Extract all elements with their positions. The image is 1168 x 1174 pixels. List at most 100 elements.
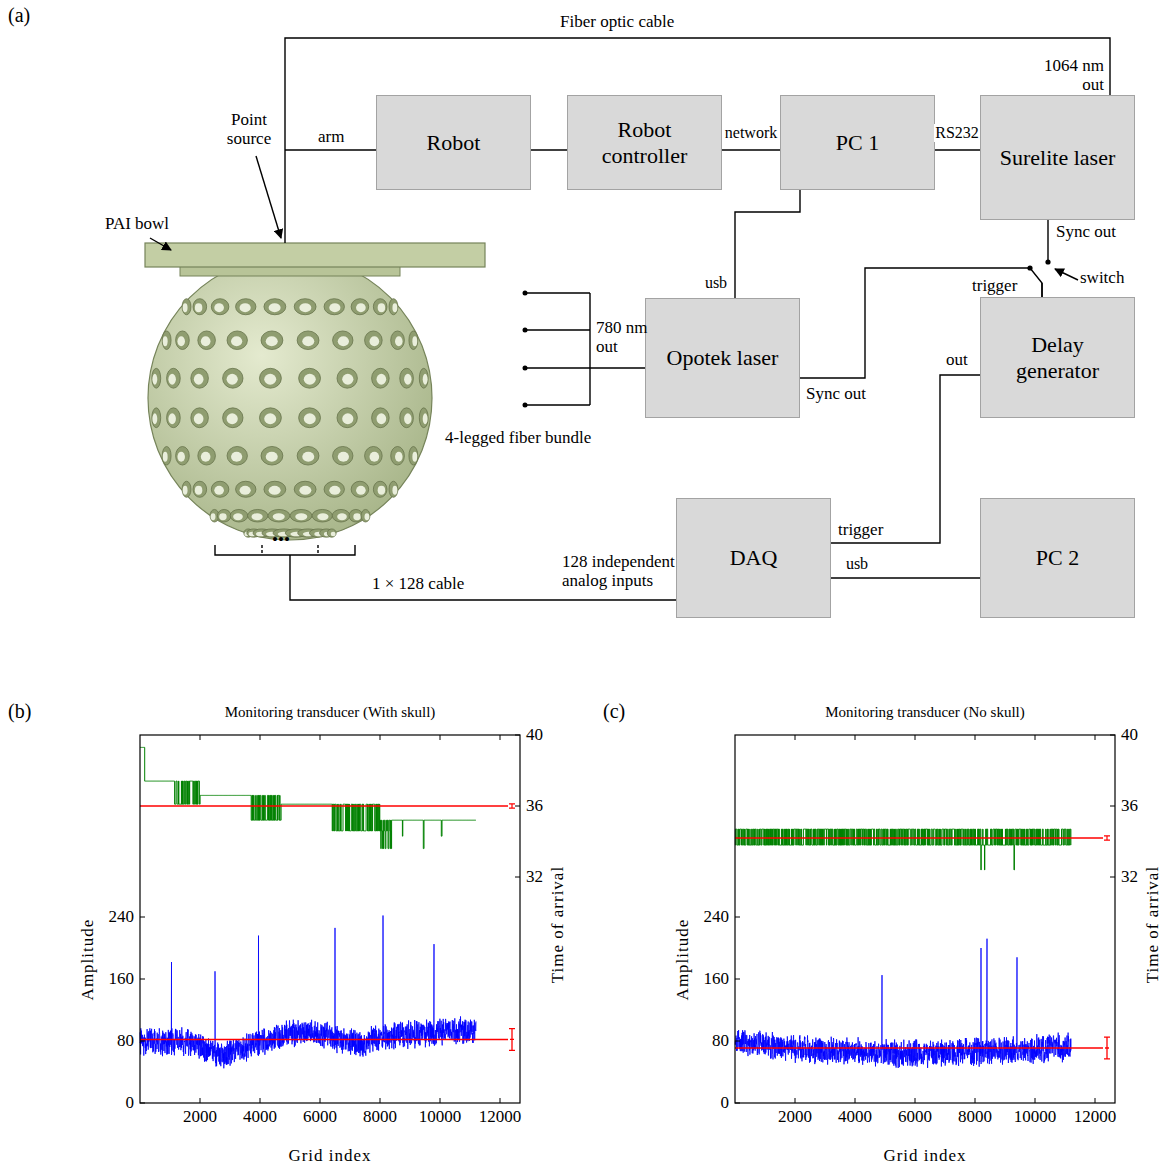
bowl-hole bbox=[389, 481, 398, 497]
tick-label: 40 bbox=[1121, 725, 1138, 744]
tick-label: 10000 bbox=[419, 1107, 462, 1126]
bowl-hole bbox=[356, 303, 366, 312]
fiber-ends bbox=[523, 291, 528, 408]
mean-line bbox=[140, 1039, 508, 1041]
bowl-hole bbox=[317, 513, 328, 520]
edge-label: RS232 bbox=[934, 124, 980, 142]
bowl-hole bbox=[266, 336, 278, 346]
bowl-hole bbox=[227, 446, 247, 465]
bowl-hole bbox=[372, 408, 390, 428]
bowl-hole bbox=[168, 374, 175, 385]
bowl-hole bbox=[198, 331, 216, 350]
axis-label: Time of arrival bbox=[548, 866, 567, 983]
bowl-hole bbox=[353, 513, 360, 520]
axis-label: Amplitude bbox=[673, 919, 692, 1001]
bowl-hole bbox=[299, 408, 321, 428]
text-label: Sync out bbox=[806, 384, 866, 403]
bowl-hole bbox=[167, 408, 181, 428]
chart-title: Monitoring transducer (No skull) bbox=[735, 704, 1115, 721]
tick-label: 12000 bbox=[479, 1107, 522, 1126]
bowl-hole bbox=[260, 408, 282, 428]
bowl-hole bbox=[191, 408, 209, 428]
fiber-bundle bbox=[525, 293, 645, 405]
bowl-hole bbox=[264, 299, 286, 315]
bowl-hole bbox=[304, 413, 316, 424]
bowl-hole bbox=[248, 509, 268, 522]
bowl-hole bbox=[312, 509, 332, 522]
connector bbox=[831, 577, 980, 578]
fiber-end bbox=[523, 328, 528, 333]
bowl-hole bbox=[217, 509, 231, 522]
device-box: Robot bbox=[376, 95, 531, 190]
tick-label: 4000 bbox=[243, 1107, 277, 1126]
bowl-hole bbox=[163, 452, 168, 462]
box-label: Delay generator bbox=[981, 328, 1134, 387]
bowl-hole bbox=[227, 413, 238, 424]
bowl-hole bbox=[365, 513, 370, 520]
bowl-hole bbox=[195, 303, 202, 312]
amplitude-trace bbox=[140, 916, 476, 1069]
fiber-end bbox=[523, 403, 528, 408]
tick-label: 10000 bbox=[1014, 1107, 1057, 1126]
error-bar bbox=[509, 804, 515, 808]
bowl-hole bbox=[230, 509, 248, 522]
bowl-hole bbox=[152, 374, 157, 385]
bowl-hole bbox=[233, 513, 243, 520]
bowl-hole bbox=[377, 413, 387, 424]
bowl-hole bbox=[251, 513, 262, 520]
bowl-hole bbox=[214, 303, 224, 312]
tick-label: 80 bbox=[117, 1031, 134, 1050]
bowl-hole bbox=[338, 336, 349, 346]
axis-label: (b) bbox=[8, 700, 31, 722]
bowl-hole bbox=[261, 446, 283, 465]
bowl-hole bbox=[337, 408, 357, 428]
bowl-hole bbox=[392, 486, 397, 495]
bowl-hole bbox=[194, 413, 204, 424]
bowl-hole bbox=[211, 513, 216, 520]
tick-label: 32 bbox=[1121, 867, 1138, 886]
tick-label: 2000 bbox=[183, 1107, 217, 1126]
bowl-hole bbox=[404, 374, 411, 385]
text-label: arm bbox=[318, 127, 344, 146]
tick-label: 0 bbox=[126, 1093, 135, 1112]
bowl-holes bbox=[152, 299, 428, 537]
device-box: Surelite laser bbox=[980, 95, 1135, 220]
bowl-hole bbox=[412, 336, 417, 346]
bowl-hole bbox=[231, 452, 242, 462]
tick-label: 4000 bbox=[838, 1107, 872, 1126]
bowl-hole bbox=[400, 408, 414, 428]
leader-line bbox=[256, 156, 281, 238]
bowl-hole bbox=[264, 374, 276, 385]
bowl-hole bbox=[297, 331, 319, 350]
tick-label: 2000 bbox=[778, 1107, 812, 1126]
bowl-hole bbox=[409, 446, 418, 465]
bowl-hole bbox=[349, 509, 363, 522]
bowl-hole bbox=[290, 509, 312, 522]
bowl-hole bbox=[412, 452, 417, 462]
bowl-hole bbox=[337, 368, 357, 388]
bowl-hole bbox=[299, 368, 321, 388]
text-label: Sync out bbox=[1056, 222, 1116, 241]
bowl-hole bbox=[227, 374, 238, 385]
box-label: PC 2 bbox=[1030, 541, 1085, 574]
bowl-hole bbox=[223, 408, 243, 428]
device-box: DAQ bbox=[676, 498, 831, 618]
axis-label: Grid index bbox=[288, 1146, 371, 1165]
bowl-hole bbox=[183, 486, 188, 495]
tick-label: 240 bbox=[704, 907, 730, 926]
bowl-hole bbox=[162, 331, 171, 350]
bowl-hole bbox=[182, 481, 191, 497]
robot-arm bbox=[285, 149, 376, 150]
tick-label: 8000 bbox=[363, 1107, 397, 1126]
text-label: ••• bbox=[272, 530, 290, 549]
bowl-hole bbox=[423, 374, 428, 385]
bowl-hole bbox=[361, 509, 370, 522]
box-label: Robot controller bbox=[568, 113, 721, 172]
box-label: Robot bbox=[421, 126, 487, 159]
switch-contact bbox=[1045, 259, 1050, 264]
axis-label: Grid index bbox=[883, 1146, 966, 1165]
bowl-hole bbox=[182, 299, 191, 315]
bowl-hole bbox=[400, 368, 414, 388]
bowl-hole bbox=[302, 336, 314, 346]
